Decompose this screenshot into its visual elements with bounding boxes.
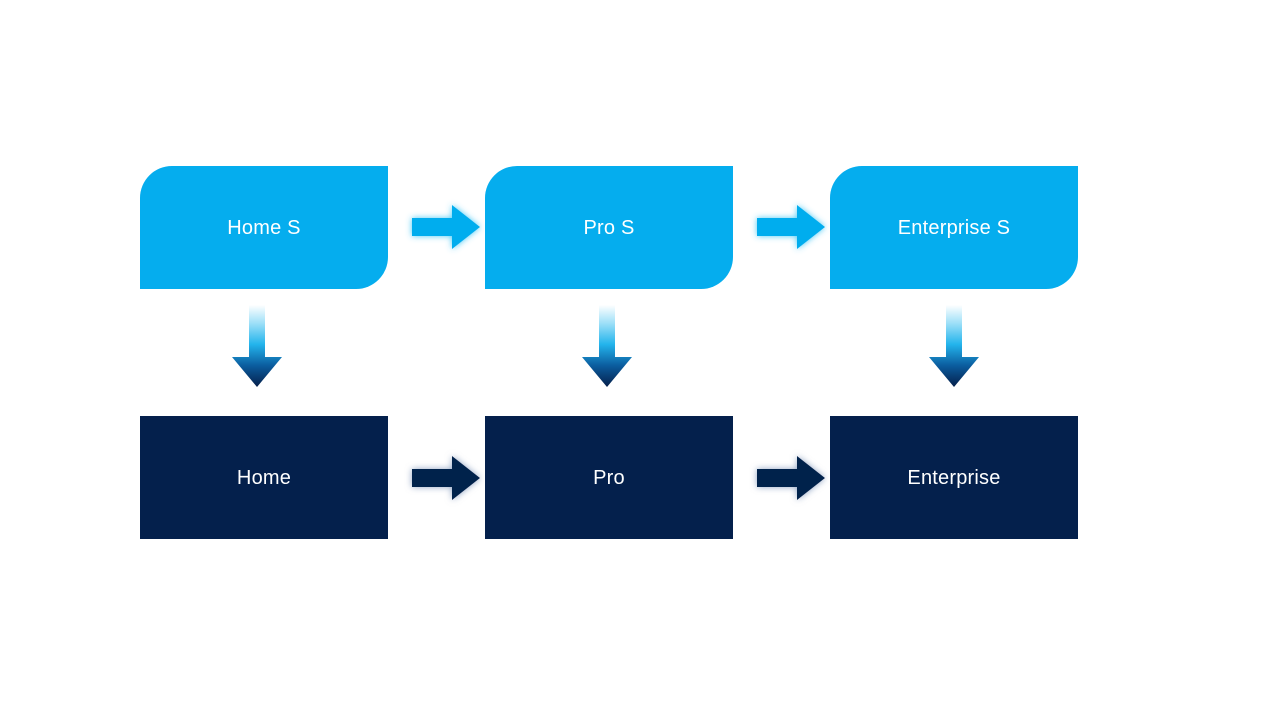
node-home-s[interactable]: Home S [140, 166, 388, 289]
connector-arrow-pro-to-enterprise [750, 452, 830, 504]
node-label-enterprise-s: Enterprise S [897, 216, 1011, 239]
node-label-home: Home [236, 466, 292, 489]
node-enterprise[interactable]: Enterprise [830, 416, 1078, 539]
node-pro-s[interactable]: Pro S [485, 166, 733, 289]
node-home[interactable]: Home [140, 416, 388, 539]
node-label-home-s: Home S [227, 216, 301, 239]
connector-arrow-home-s-to-pro-s [405, 201, 485, 253]
connector-arrow-enterprise-s-to-enterprise [925, 305, 983, 391]
node-enterprise-s[interactable]: Enterprise S [830, 166, 1078, 289]
node-pro[interactable]: Pro [485, 416, 733, 539]
connector-arrow-pro-s-to-enterprise-s [750, 201, 830, 253]
node-label-pro: Pro [593, 466, 625, 489]
node-label-pro-s: Pro S [583, 216, 635, 239]
connector-arrow-pro-s-to-pro [578, 305, 636, 391]
connector-arrow-home-s-to-home [228, 305, 286, 391]
node-label-enterprise: Enterprise [907, 466, 1001, 489]
connector-arrow-home-to-pro [405, 452, 485, 504]
